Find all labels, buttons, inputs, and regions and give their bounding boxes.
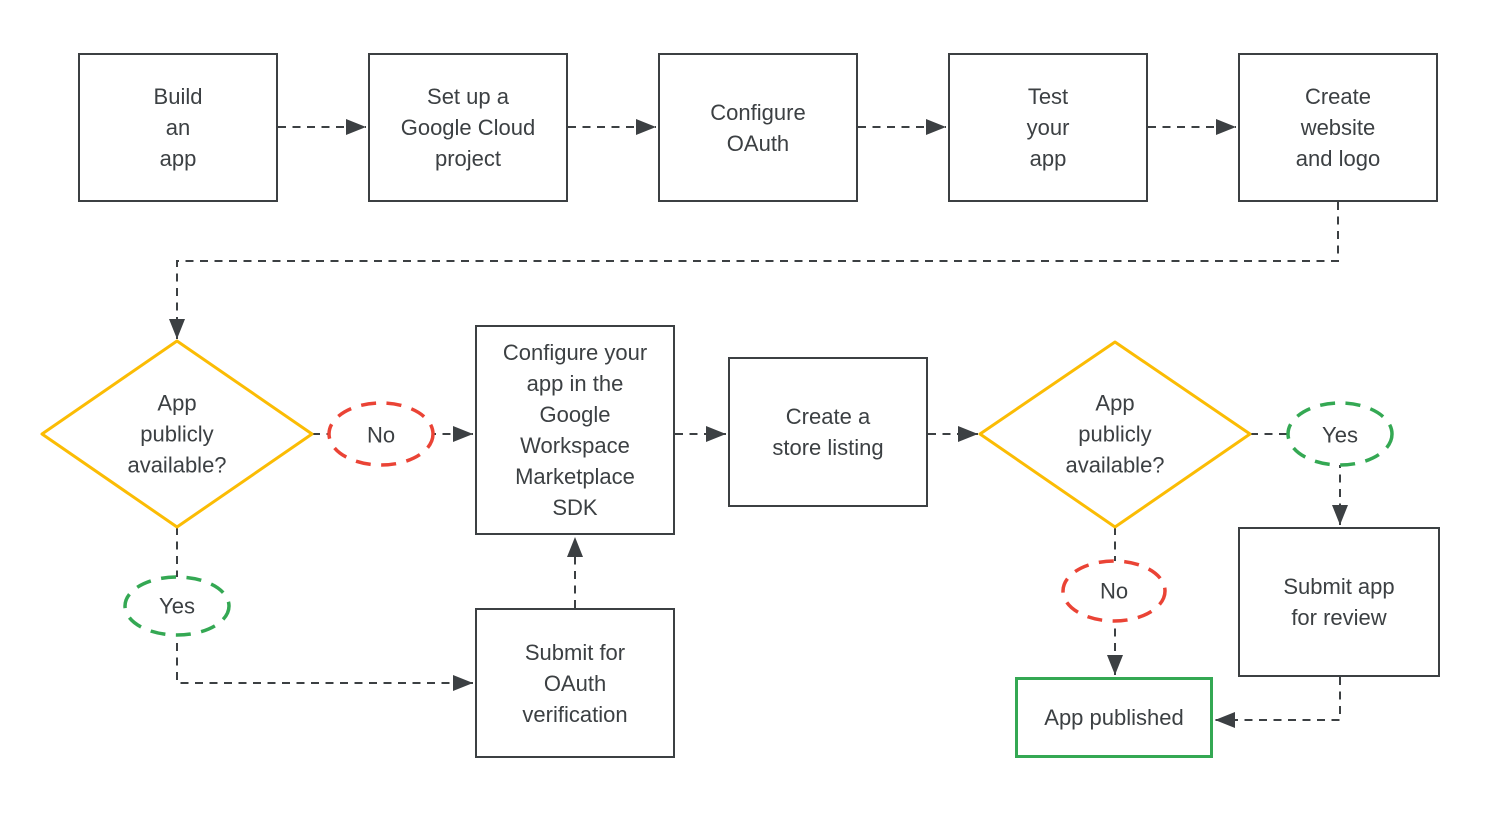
node-setup-google-cloud-project-label: Set up a Google Cloud project [400, 84, 536, 171]
node-submit-app-for-review: Submit app for review [1238, 527, 1440, 677]
node-create-website-and-logo: Create website and logo [1238, 53, 1438, 202]
no-ellipse-left [327, 401, 435, 467]
edge-decision-left-yes-to-submit-oauth [176, 527, 473, 691]
yes-label-left: Yes [159, 593, 195, 619]
no-label-right: No [1099, 578, 1129, 604]
node-configure-app-marketplace-sdk-label: Configure your app in the Google Workspa… [502, 340, 648, 520]
decision-left-label: App publicly available? [127, 390, 227, 478]
yes-label-right: Yes [1322, 422, 1358, 448]
node-app-published: App published [1015, 677, 1213, 758]
node-configure-app-marketplace-sdk: Configure your app in the Google Workspa… [475, 325, 675, 535]
no-ellipse-right [1061, 559, 1167, 623]
node-submit-app-for-review-label: Submit app for review [1283, 574, 1395, 630]
node-test-your-app-label: Test your app [1026, 84, 1070, 171]
yes-ellipse-right [1286, 401, 1394, 467]
node-submit-oauth-verification: Submit for OAuth verification [475, 608, 675, 758]
edge-create-website-to-decision-left [169, 202, 1339, 339]
node-configure-oauth-label: Configure OAuth [710, 99, 806, 156]
node-app-published-label: App published [1044, 705, 1184, 730]
node-submit-oauth-verification-label: Submit for OAuth verification [522, 639, 628, 727]
node-test-your-app: Test your app [948, 53, 1148, 202]
edge-submit-review-to-app-published [1215, 677, 1341, 728]
node-configure-oauth: Configure OAuth [658, 53, 858, 202]
node-create-website-and-logo-label: Create website and logo [1295, 84, 1381, 171]
decision-right-label: App publicly available? [1065, 390, 1165, 478]
node-setup-google-cloud-project: Set up a Google Cloud project [368, 53, 568, 202]
node-create-store-listing-label: Create a store listing [772, 404, 884, 460]
decision-diamond-left [40, 339, 314, 529]
node-create-store-listing: Create a store listing [728, 357, 928, 507]
yes-ellipse-left [123, 575, 231, 637]
node-build-an-app-label: Build an app [153, 84, 203, 171]
decision-diamond-right [978, 340, 1252, 529]
no-label-left: No [366, 422, 396, 448]
node-build-an-app: Build an app [78, 53, 278, 202]
